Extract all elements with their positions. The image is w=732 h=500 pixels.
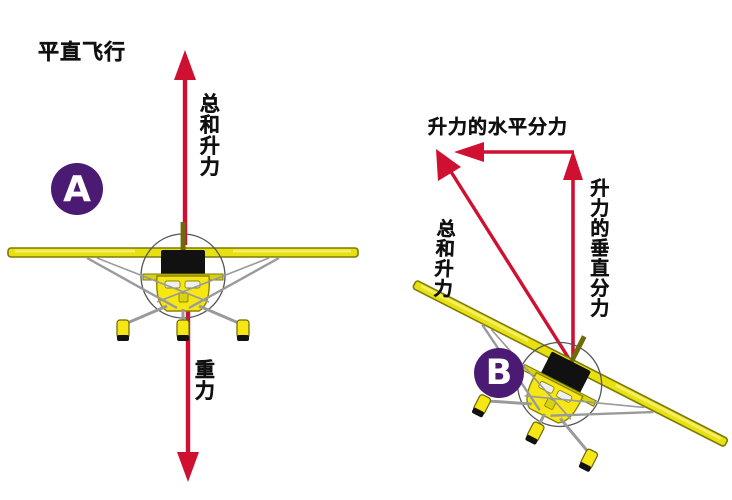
panel-a-badge: A [51,163,103,215]
panel-a-weight-label: 重力 [191,359,216,401]
panel-b-badge: B [474,348,524,398]
airplane-banked [372,255,732,500]
panel-b-vertical-component-label: 升力的垂直分力 [587,178,610,318]
airplane-level [6,220,360,343]
panel-b-total-lift-label: 总和升力 [430,217,457,300]
total-lift-arrow-b [436,149,575,366]
panel-a-total-lift-label: 总和升力 [196,93,221,177]
lift-vector-arrow-a [174,50,196,245]
panel-a-heading: 平直飞行 [38,40,126,64]
panel-b-horizontal-component-label: 升力的水平分力 [428,116,569,138]
horizontal-component-arrow-b [454,142,574,162]
vertical-component-arrow-b [563,150,583,365]
